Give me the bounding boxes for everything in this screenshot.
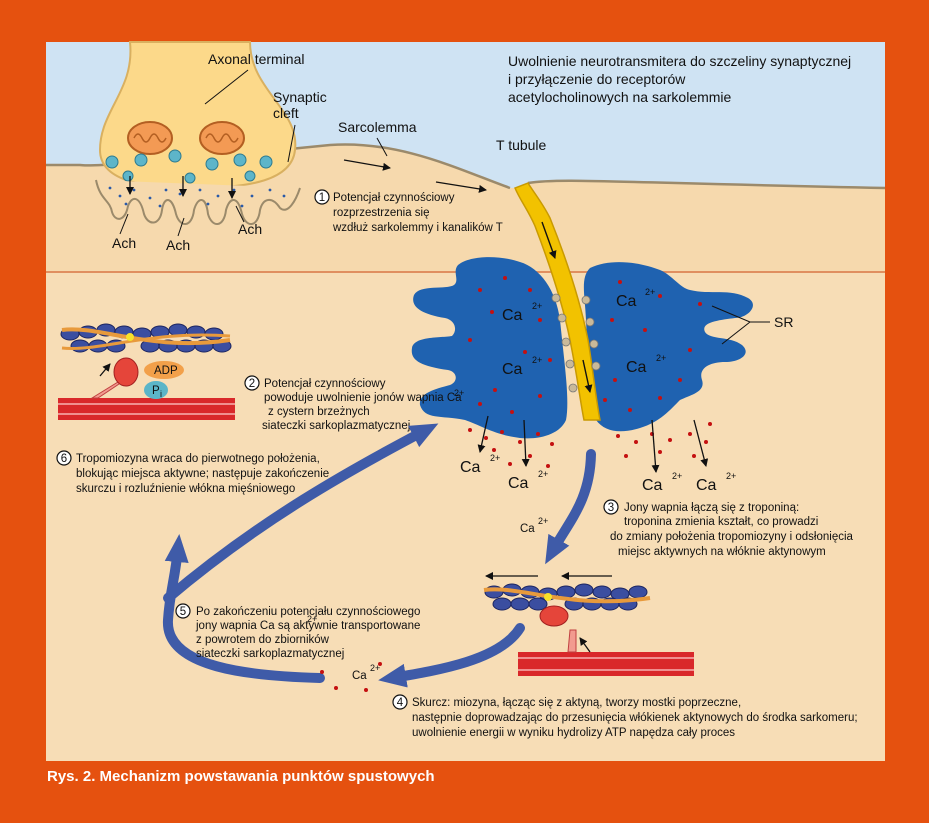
ach-label: Ach bbox=[112, 235, 136, 251]
svg-text:troponina zmienia kształt, co: troponina zmienia kształt, co prowadzi bbox=[624, 516, 818, 528]
svg-text:do zmiany położenia tropomiozy: do zmiany położenia tropomiozyny i odsło… bbox=[610, 531, 854, 543]
svg-text:2+: 2+ bbox=[532, 355, 542, 365]
sarcolemma-label: Sarcolemma bbox=[338, 119, 417, 135]
svg-text:skurczu i rozluźnienie włókna: skurczu i rozluźnienie włókna mięśnioweg… bbox=[76, 483, 295, 495]
svg-text:3: 3 bbox=[608, 502, 614, 514]
svg-text:Ca: Ca bbox=[352, 670, 367, 682]
step-1: 1 Potencjał czynnościowy rozprzestrzenia… bbox=[314, 189, 503, 234]
svg-text:siateczki sarkoplazmatycznej: siateczki sarkoplazmatycznej bbox=[262, 420, 410, 432]
t-tubule-arrows bbox=[541, 221, 593, 393]
svg-text:Ca: Ca bbox=[502, 361, 523, 378]
calcium-release-arrows bbox=[477, 415, 709, 473]
svg-text:uwolnienie energii w wyniku hy: uwolnienie energii w wyniku hydrolizy AT… bbox=[412, 727, 735, 739]
t-tubule bbox=[514, 182, 601, 421]
step-2: 2 Potencjał czynnościowy powoduje uwolni… bbox=[244, 375, 464, 432]
svg-text:1: 1 bbox=[319, 192, 325, 204]
svg-text:Ca: Ca bbox=[616, 293, 637, 310]
axonal-terminal-label: Axonal terminal bbox=[208, 51, 305, 67]
svg-text:2+: 2+ bbox=[656, 353, 666, 363]
svg-text:2+: 2+ bbox=[454, 388, 464, 398]
calcium-ions-returning bbox=[320, 662, 382, 692]
ca-label-transit: Ca2+ Ca2+ bbox=[352, 516, 548, 682]
svg-text:2+: 2+ bbox=[307, 614, 317, 624]
svg-text:Jony wapnia łączą się z tropon: Jony wapnia łączą się z troponiną: bbox=[624, 502, 799, 514]
ach-label: Ach bbox=[166, 237, 190, 253]
svg-text:Potencjał czynnościowy: Potencjał czynnościowy bbox=[264, 378, 386, 390]
svg-text:5: 5 bbox=[180, 606, 186, 618]
sr-label: SR bbox=[774, 314, 793, 330]
channel-beads bbox=[551, 293, 601, 393]
svg-text:6: 6 bbox=[61, 453, 67, 465]
svg-text:z powrotem do zbiorników: z powrotem do zbiorników bbox=[196, 634, 330, 646]
svg-text:Ca: Ca bbox=[626, 359, 647, 376]
calcium-ions-released bbox=[468, 422, 712, 468]
adp-label: ADP bbox=[154, 365, 178, 377]
svg-text:jony wapnia Ca są aktywnie t: jony wapnia Ca są aktywnie transportowan… bbox=[195, 620, 420, 632]
action-potential-arrows bbox=[343, 159, 487, 193]
step-4: 4 Skurcz: miozyna, łącząc się z aktyną, … bbox=[392, 694, 858, 739]
svg-text:rozprzestrzenia się: rozprzestrzenia się bbox=[333, 207, 430, 219]
cycle-arrows bbox=[163, 423, 596, 688]
svg-text:2+: 2+ bbox=[645, 287, 655, 297]
axonal-terminal-pointer bbox=[204, 69, 249, 105]
pi-label: P bbox=[152, 385, 160, 397]
svg-text:Ca: Ca bbox=[520, 523, 535, 535]
svg-text:4: 4 bbox=[397, 697, 404, 709]
svg-text:Potencjał czynnościowy: Potencjał czynnościowy bbox=[333, 192, 455, 204]
svg-text:Ca: Ca bbox=[502, 307, 523, 324]
calcium-ions-stored bbox=[468, 276, 702, 414]
synaptic-cleft-label: Synaptic bbox=[273, 89, 327, 105]
svg-text:Ca: Ca bbox=[642, 477, 663, 494]
svg-text:2+: 2+ bbox=[370, 663, 380, 673]
t-tubule-label: T tubule bbox=[496, 137, 547, 153]
step-6: 6 Tropomiozyna wraca do pierwotnego poło… bbox=[56, 450, 329, 495]
svg-text:2+: 2+ bbox=[672, 471, 682, 481]
svg-text:2+: 2+ bbox=[532, 301, 542, 311]
svg-text:Po zakończeniu potencjału czyn: Po zakończeniu potencjału czynnościowego bbox=[196, 606, 420, 618]
figure-caption: Rys. 2. Mechanizm powstawania punktów sp… bbox=[47, 768, 435, 785]
svg-text:Tropomiozyna wraca do pierwotn: Tropomiozyna wraca do pierwotnego położe… bbox=[76, 453, 320, 465]
svg-text:2+: 2+ bbox=[490, 453, 500, 463]
svg-text:2: 2 bbox=[249, 378, 255, 390]
synaptic-cleft-pointer bbox=[287, 124, 296, 163]
step-5: 5 Po zakończeniu potencjału czynnościowe… bbox=[175, 603, 420, 660]
svg-text:siateczki sarkoplazmatycznej: siateczki sarkoplazmatycznej bbox=[196, 648, 344, 660]
svg-text:Skurcz: miozyna, łącząc się z: Skurcz: miozyna, łącząc się z aktyną, tw… bbox=[412, 697, 741, 709]
sr-cistern-right bbox=[583, 262, 753, 432]
step-3: 3 Jony wapnia łączą się z troponiną: tro… bbox=[603, 499, 854, 558]
synaptic-cleft-label: cleft bbox=[273, 105, 299, 121]
pi-subscript: i bbox=[160, 389, 162, 399]
sr-cistern-left bbox=[411, 257, 568, 439]
sr-pointer bbox=[711, 305, 770, 345]
ach-label: Ach bbox=[238, 221, 262, 237]
svg-text:2+: 2+ bbox=[726, 471, 736, 481]
svg-text:miejsc aktywnych na włóknie ak: miejsc aktywnych na włóknie aktynowym bbox=[618, 546, 826, 558]
svg-text:następnie doprowadzając do prz: następnie doprowadzając do przesunięcia … bbox=[412, 712, 858, 724]
svg-text:2+: 2+ bbox=[538, 469, 548, 479]
junctional-folds bbox=[95, 179, 301, 225]
svg-text:2+: 2+ bbox=[538, 516, 548, 526]
sarcomere-relaxed bbox=[58, 323, 235, 420]
sarcolemma-pointer bbox=[376, 137, 388, 157]
sarcomere-contracted bbox=[483, 572, 694, 676]
ach-release-arrows bbox=[126, 176, 236, 199]
svg-text:wzdłuż sarkolemmy i kanalików: wzdłuż sarkolemmy i kanalików T bbox=[332, 222, 503, 234]
svg-text:blokując miejsca aktywne; nast: blokując miejsca aktywne; następuje zako… bbox=[76, 468, 329, 480]
svg-text:Ca: Ca bbox=[508, 475, 529, 492]
ca-label-sr: Ca 2+ Ca 2+ Ca 2+ Ca 2+ bbox=[502, 287, 666, 378]
svg-text:z cystern brzeżnych: z cystern brzeżnych bbox=[268, 406, 370, 418]
ach-pointers bbox=[119, 205, 245, 237]
header-line: acetylocholinowych na sarkolemmie bbox=[508, 89, 732, 105]
svg-text:Ca: Ca bbox=[696, 477, 717, 494]
header-line: Uwolnienie neurotransmitera do szczeliny… bbox=[508, 53, 851, 69]
ca-label-released: Ca 2+ Ca 2+ Ca 2+ Ca 2+ bbox=[460, 453, 736, 494]
header-line: i przyłączenie do receptorów bbox=[508, 71, 686, 87]
svg-text:powoduje uwolnienie jonów wapn: powoduje uwolnienie jonów wapnia Ca bbox=[264, 392, 462, 404]
svg-text:Ca: Ca bbox=[460, 459, 481, 476]
